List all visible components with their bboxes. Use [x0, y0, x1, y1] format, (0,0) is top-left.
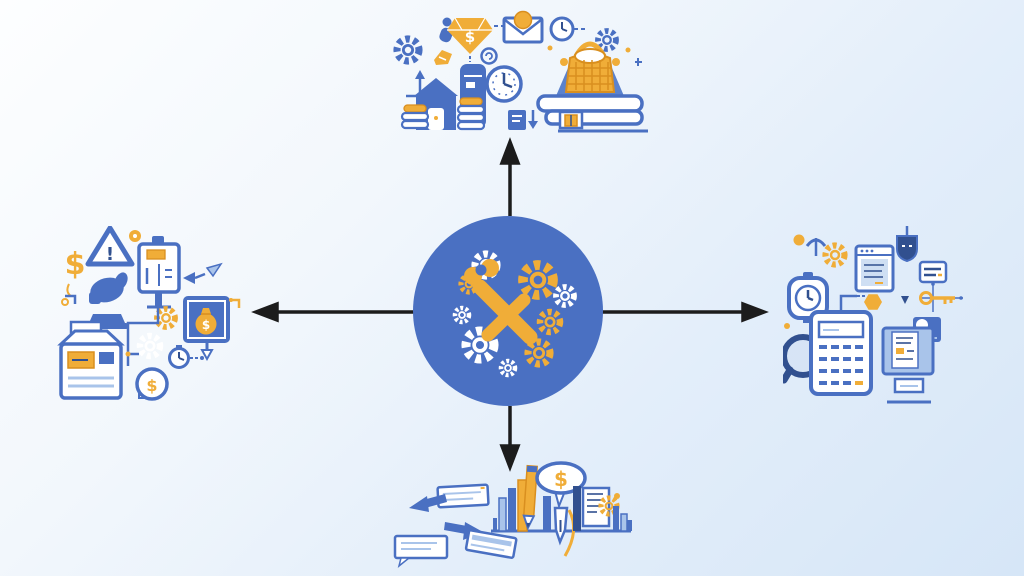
note-card-icon: [918, 260, 948, 284]
curl-mark: [66, 283, 72, 297]
down-arrow-icon: [528, 110, 538, 129]
shield-icon: [896, 226, 918, 263]
central-hub: [410, 213, 606, 409]
spiral-coin-icon: [480, 47, 498, 65]
envelope-coin-icon: [502, 10, 544, 44]
bottom-cluster: $: [393, 460, 633, 570]
stopwatch-icon: [168, 345, 204, 369]
platform-icon: [536, 94, 648, 133]
dot-icon-orange: [793, 234, 805, 246]
hexagon-node-icon: [864, 294, 882, 310]
gear-icon-white: [140, 336, 160, 356]
transfer-arrow-icon-1: [409, 494, 447, 512]
dollar-sign-icon: $: [65, 247, 86, 282]
dollar-speech-bubble-icon: $: [535, 461, 587, 510]
umbrella-antenna-icon: [805, 238, 827, 256]
bar-icons: [493, 479, 551, 532]
bar-navy: [573, 486, 581, 531]
down-arrow-icon: [901, 296, 909, 304]
right-cluster: [780, 226, 969, 414]
browser-window-icon: [854, 244, 895, 293]
dot-icon-orange: [614, 493, 620, 499]
coin-stack-icon-mid: [456, 97, 486, 131]
crate-icon: [508, 110, 526, 130]
gear-icon-orange: [826, 246, 845, 265]
price-meter-icon: [137, 236, 181, 309]
pencil-icon: [522, 464, 539, 531]
printer-icon: [57, 320, 125, 400]
bar-icons-right: [613, 506, 632, 532]
clock-icon-large: [485, 65, 523, 103]
monitor-sales-doc-icon: [881, 326, 935, 404]
gear-icon-orange: [157, 309, 175, 327]
arrow-down: [499, 406, 521, 472]
dollar-coin-icon: $: [135, 367, 169, 401]
pointer-tail-icon: [200, 343, 214, 362]
clock-icon-small: [549, 16, 575, 42]
svg-text:$: $: [554, 467, 568, 491]
warning-triangle-icon: !: [85, 225, 135, 267]
money-bag-frame-icon: $: [183, 296, 230, 343]
coin-stack-icon-left: [400, 104, 430, 130]
svg-text:!: !: [106, 244, 114, 265]
gear-icon-top-right: [598, 31, 642, 66]
alert-dot-icon: [129, 230, 141, 242]
paper-plane-icon: [205, 262, 223, 278]
top-cluster: $: [390, 4, 655, 136]
check-icon-2: [393, 534, 449, 568]
svg-text:$: $: [146, 376, 157, 395]
arrow-up: [499, 137, 521, 216]
dollar-diamond-icon: $: [447, 17, 493, 62]
check-icon-tilted: [464, 529, 518, 559]
arrow-left-icon: [183, 272, 206, 284]
gear-icon: [397, 39, 419, 61]
swoosh-icon: [563, 509, 576, 557]
report-doc-icon: [581, 486, 611, 528]
ore-rock-icon: [434, 50, 452, 65]
package-icon: [558, 110, 584, 130]
svg-text:$: $: [465, 28, 475, 46]
pen-nib-icon: [553, 506, 569, 546]
elbow-connector-orange: [229, 298, 241, 308]
svg-text:$: $: [202, 318, 210, 332]
left-cluster: $ !: [55, 225, 253, 410]
key-icon: [919, 291, 955, 305]
calculator-icon: [809, 310, 873, 396]
crossed-wrench-icon: [464, 259, 538, 345]
watch-icon: [784, 272, 829, 329]
shopping-basket-icon: [547, 41, 631, 93]
hand-icon: [89, 272, 128, 304]
connector-lines: [61, 294, 160, 366]
